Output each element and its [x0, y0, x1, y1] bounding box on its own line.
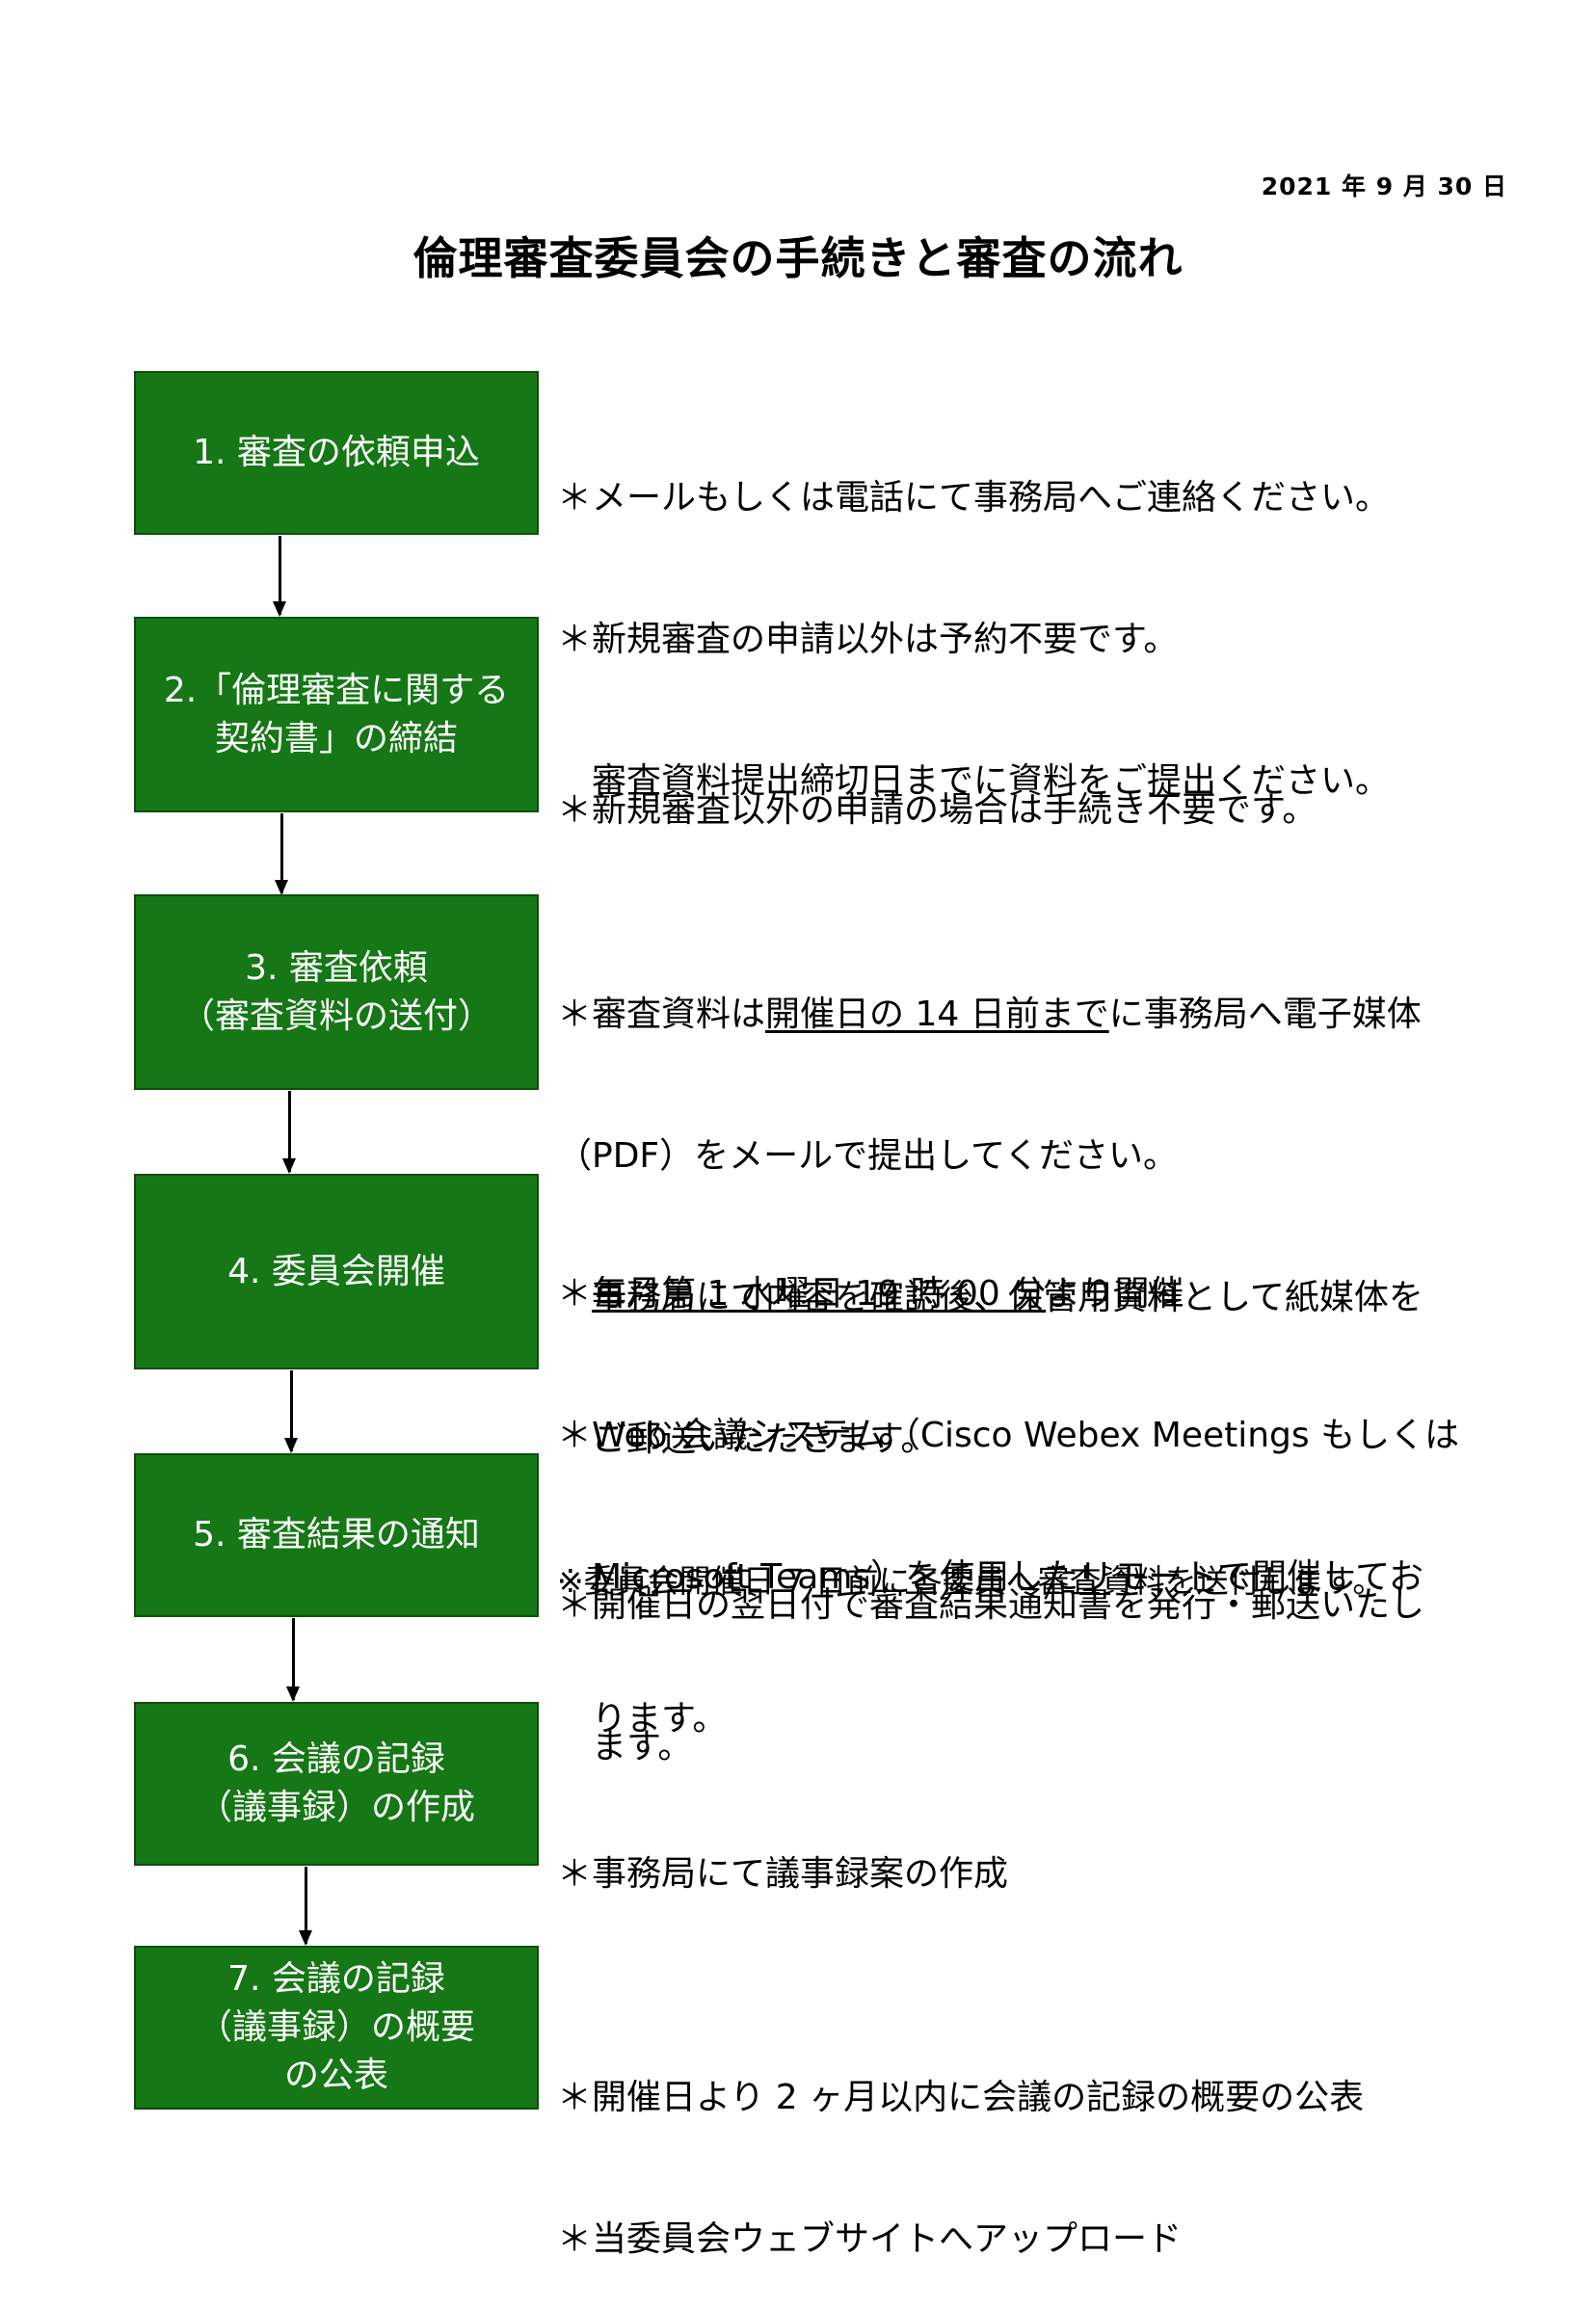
step-3-note-4: ご郵送いただきます。 — [557, 1420, 936, 1459]
step-3-note-5: ※委員会開催日 7 日前に各委員へ審査資料を送付します。 — [557, 1562, 1385, 1600]
step-2-box: 2.「倫理審査に関する 契約書」の締結 — [134, 617, 539, 812]
step-3-note-3: 事務局にて内容を確認後、保管用資料として紙媒体を — [557, 1278, 1423, 1317]
review-deadline: 開催日の 14 日前まで — [765, 995, 1109, 1034]
step-3-note-1: ＊審査資料は開催日の 14 日前までに事務局へ電子媒体 — [557, 995, 1422, 1034]
step-1-note-3: 審査資料提出締切日までに資料をご提出ください。 — [557, 761, 1391, 801]
step-1-box: 1. 審査の依頼申込 — [134, 371, 539, 535]
step-4-notes: ＊毎月第 1 水曜日 19 時 00 分より開催 ＊Web 会議システム（Cis… — [557, 1176, 1521, 1790]
step-1-note-2: ＊新規審査の申請以外は予約不要です。 — [557, 620, 1179, 659]
page-title: 倫理審査委員会の手続きと審査の流れ — [412, 232, 1184, 284]
step-7-label-line-1: 7. 会議の記録 — [227, 1959, 445, 1999]
step-1-notes: ＊メールもしくは電話にて事務局へご連絡ください。 ＊新規審査の申請以外は予約不要… — [557, 380, 1521, 852]
step-2-notes: ＊新規審査以外の申請の場合は手続き不要です。 — [557, 692, 1521, 881]
step-5-notes: ＊開催日の翌日付で審査結果通知書を発行・郵送いたし ます。 — [557, 1487, 1521, 1818]
meeting-schedule: 毎月第 1 水曜日 19 時 00 分 — [592, 1274, 1047, 1314]
flow-arrow-3 — [282, 1091, 296, 1174]
step-1-label: 1. 審査の依頼申込 — [193, 433, 480, 472]
step-4-note-1: ＊毎月第 1 水曜日 19 時 00 分より開催 — [557, 1274, 1184, 1314]
flow-arrow-4 — [284, 1370, 298, 1453]
step-5-note-2: ます。 — [557, 1727, 693, 1766]
step-7-label-line-2: （議事録）の概要 — [197, 2007, 475, 2047]
step-6-note-1: ＊事務局にて議事録案の作成 — [557, 1854, 1009, 1894]
step-6-label-line-1: 6. 会議の記録 — [227, 1739, 445, 1779]
step-2-label-line-2: 契約書」の締結 — [214, 718, 458, 758]
document-date: 2021 年 9 月 30 日 — [1261, 173, 1507, 200]
step-7-note-2: ＊当委員会ウェブサイトへアップロード — [557, 2219, 1183, 2259]
step-6-box: 6. 会議の記録 （議事録）の作成 — [134, 1702, 539, 1866]
step-3-box: 3. 審査依頼 （審査資料の送付） — [134, 894, 539, 1090]
step-7-notes: ＊開催日より 2 ヶ月以内に会議の記録の概要の公表 ＊当委員会ウェブサイトへアッ… — [557, 1979, 1521, 2310]
flow-arrow-6 — [299, 1867, 312, 1946]
step-6-notes: ＊事務局にて議事録案の作成 — [557, 1756, 1521, 1945]
flow-arrow-2 — [275, 813, 288, 895]
step-7-label-line-3: の公表 — [283, 2056, 388, 2095]
step-3-notes: ＊審査資料は開催日の 14 日前までに事務局へ電子媒体 （PDF）をメールで提出… — [557, 896, 1521, 1652]
step-3-label-line-1: 3. 審査依頼 — [245, 947, 428, 988]
step-7-note-1: ＊開催日より 2 ヶ月以内に会議の記録の概要の公表 — [557, 2078, 1365, 2117]
step-5-label: 5. 審査結果の通知 — [193, 1515, 480, 1554]
step-7-box: 7. 会議の記録 （議事録）の概要 の公表 — [134, 1946, 539, 2110]
step-4-box: 4. 委員会開催 — [134, 1174, 539, 1369]
step-1-note-1: ＊メールもしくは電話にて事務局へご連絡ください。 — [557, 478, 1391, 518]
step-5-box: 5. 審査結果の通知 — [134, 1453, 539, 1617]
flow-arrow-1 — [273, 536, 286, 617]
step-3-note-2: （PDF）をメールで提出してください。 — [557, 1136, 1178, 1176]
step-4-label: 4. 委員会開催 — [227, 1251, 445, 1291]
step-2-label-line-1: 2.「倫理審査に関する — [163, 670, 510, 710]
flow-arrow-5 — [286, 1618, 300, 1702]
step-2-note-1: ＊新規審査以外の申請の場合は手続き不要です。 — [557, 790, 1317, 830]
step-3-label-line-2: （審査資料の送付） — [179, 996, 492, 1036]
step-4-note-4: ります。 — [557, 1699, 728, 1739]
step-6-label-line-2: （議事録）の作成 — [197, 1788, 475, 1827]
step-5-note-1: ＊開催日の翌日付で審査結果通知書を発行・郵送いたし — [557, 1585, 1425, 1625]
step-4-note-2: ＊Web 会議システム（Cisco Webex Meetings もしくは — [557, 1416, 1460, 1455]
step-4-note-3: Microsoft Teams）を使用したリモートで開催してお — [557, 1557, 1424, 1597]
